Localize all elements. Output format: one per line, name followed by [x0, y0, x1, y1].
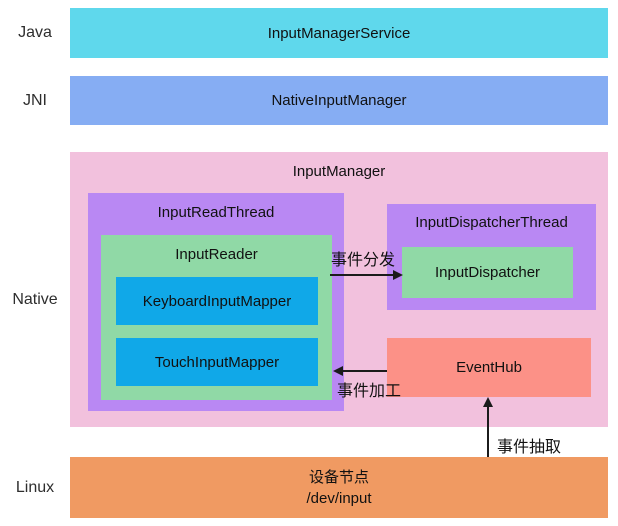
box-input-reader-title: InputReader: [175, 246, 258, 263]
box-input-read-thread-title: InputReadThread: [157, 204, 275, 221]
box-input-manager-service-label: InputManagerService: [267, 24, 411, 42]
layer-label-jni: JNI: [23, 91, 47, 109]
box-keyboard-input-mapper-label: KeyboardInputMapper: [142, 292, 292, 310]
box-input-dispatcher-label: InputDispatcher: [434, 264, 541, 281]
box-event-hub-label: EventHub: [456, 359, 522, 376]
arrow-extract-line: [487, 406, 489, 458]
arrow-process-line: [343, 370, 387, 372]
box-keyboard-input-mapper: KeyboardInputMapper: [116, 277, 318, 325]
arrow-extract-head-icon: [483, 397, 493, 407]
layer-label-java: Java: [18, 24, 52, 41]
box-input-reader: InputReader KeyboardInputMapper TouchInp…: [101, 235, 332, 400]
box-device-node: 设备节点 /dev/input: [70, 457, 608, 518]
box-input-dispatcher-thread: InputDispatcherThread InputDispatcher: [387, 204, 596, 310]
arrow-extract-label: 事件抽取: [497, 439, 562, 456]
box-input-dispatcher-thread-title: InputDispatcherThread: [415, 214, 568, 231]
box-native-input-manager-label: NativeInputManager: [271, 92, 407, 109]
box-device-node-line2: /dev/input: [306, 489, 372, 507]
arrow-dispatch-head-icon: [393, 270, 403, 280]
box-touch-input-mapper: TouchInputMapper: [116, 338, 318, 386]
box-input-read-thread: InputReadThread InputReader KeyboardInpu…: [88, 193, 344, 411]
arrow-dispatch-line: [330, 274, 394, 276]
box-input-manager-service: InputManagerService: [70, 8, 608, 58]
box-input-manager: InputManager InputReadThread InputReader…: [70, 152, 608, 427]
layer-label-linux: Linux: [15, 478, 55, 496]
box-native-input-manager: NativeInputManager: [70, 76, 608, 125]
box-input-manager-title: InputManager: [292, 163, 386, 180]
arrow-process-head-icon: [333, 366, 343, 376]
box-input-dispatcher: InputDispatcher: [402, 247, 573, 298]
arrow-process-label: 事件加工: [337, 383, 402, 400]
box-event-hub: EventHub: [387, 338, 591, 397]
box-touch-input-mapper-label: TouchInputMapper: [154, 353, 280, 371]
layer-label-native: Native: [12, 291, 58, 308]
arrow-dispatch-label: 事件分发: [331, 252, 396, 269]
box-device-node-line1: 设备节点: [308, 468, 369, 486]
